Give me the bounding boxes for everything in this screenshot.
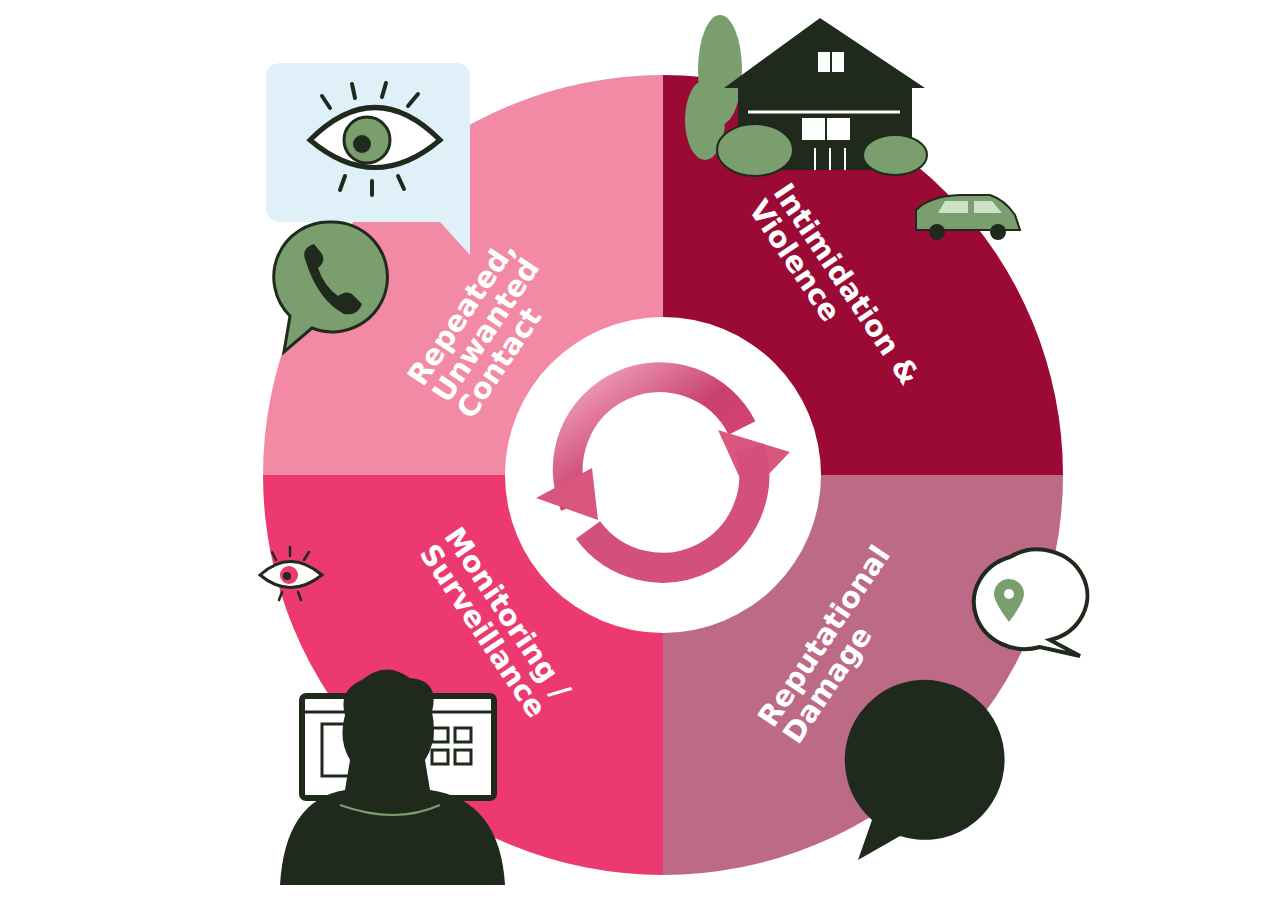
person-computer-icon <box>280 669 505 885</box>
small-eye-icon <box>260 547 322 600</box>
phone-bubble-icon <box>274 222 388 352</box>
eye-bubble-icon <box>266 63 470 255</box>
center-disc <box>505 317 821 633</box>
location-bubble-icon <box>974 549 1088 656</box>
house-icon <box>685 15 927 176</box>
speech-bubble-icon <box>845 680 1005 860</box>
cycle-arrows <box>536 377 790 567</box>
car-icon <box>916 195 1020 240</box>
